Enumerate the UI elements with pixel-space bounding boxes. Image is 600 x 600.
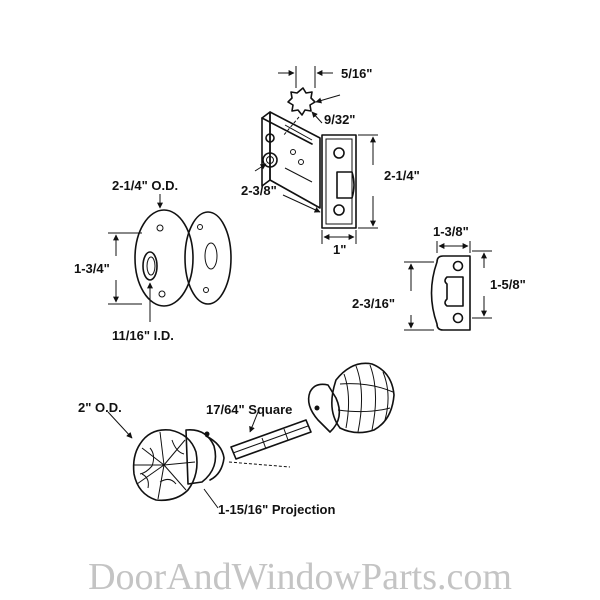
knob-set: 2" O.D. 17/64" Square 1-15/16" Projectio…: [78, 362, 395, 517]
label-backset: 2-3/8": [241, 183, 277, 198]
strike-plate: 1-3/8" 1-5/8" 2-3/16": [352, 224, 526, 331]
label-rosette-height: 1-3/4": [74, 261, 110, 276]
label-projection: 1-15/16" Projection: [218, 502, 335, 517]
label-strike-height: 2-3/16": [352, 296, 395, 311]
label-spindle-square: 17/64" Square: [206, 402, 292, 417]
label-faceplate-height: 2-1/4": [384, 168, 420, 183]
label-strike-width: 1-3/8": [433, 224, 469, 239]
label-rosette-od: 2-1/4" O.D.: [112, 178, 178, 193]
label-knob-od: 2" O.D.: [78, 400, 122, 415]
label-faceplate-width: 1": [333, 242, 346, 257]
label-strike-hole: 1-5/8": [490, 277, 526, 292]
watermark: DoorAndWindowParts.com: [88, 556, 512, 598]
label-spindle-width: 5/16": [341, 66, 372, 81]
latch-assembly: 5/16" 9/32" 2-3/8" 2-1/4" 1": [241, 66, 420, 257]
label-rosette-id: 11/16" I.D.: [112, 328, 174, 343]
label-spindle-star: 9/32": [324, 112, 355, 127]
rosette-pair: 2-1/4" O.D. 1-3/4" 11/16" I.D.: [74, 178, 232, 343]
